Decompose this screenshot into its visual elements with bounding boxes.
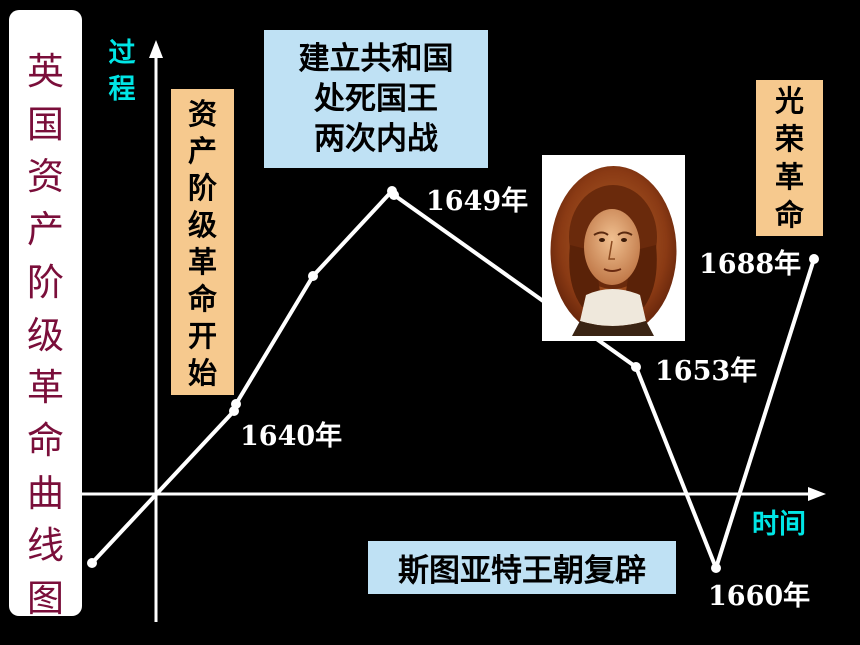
curve-point-1660 bbox=[711, 563, 721, 573]
label-char: 命 bbox=[774, 198, 804, 232]
y-axis-label-char: 程 bbox=[108, 74, 136, 105]
label-char: 资 bbox=[187, 97, 217, 131]
label-char: 级 bbox=[187, 208, 217, 242]
curve-point-1649-b bbox=[389, 190, 399, 200]
title-panel: 英 国 资 产 阶 级 革 命 曲 线 图 bbox=[9, 10, 82, 620]
label-line: 处死国王 bbox=[314, 81, 438, 117]
title-char: 曲 bbox=[27, 471, 64, 515]
label-1649-events: 建立共和国 处死国王 两次内战 bbox=[264, 30, 488, 168]
label-char: 荣 bbox=[774, 122, 804, 156]
label-char: 革 bbox=[774, 160, 804, 194]
label-char: 开 bbox=[187, 319, 217, 353]
title-char: 阶 bbox=[27, 260, 64, 304]
label-text: 斯图亚特王朝复辟 bbox=[398, 553, 646, 589]
y-axis-arrow bbox=[149, 40, 163, 58]
curve-point-1653 bbox=[631, 362, 641, 372]
y-axis-label-char: 过 bbox=[108, 38, 136, 69]
label-line: 两次内战 bbox=[314, 121, 438, 157]
label-char: 产 bbox=[187, 134, 217, 168]
curve-point-1688 bbox=[809, 254, 819, 264]
label-char: 阶 bbox=[187, 171, 217, 205]
year-label-1688: 1688年 bbox=[699, 249, 802, 280]
y-axis-label: 过 程 bbox=[104, 36, 140, 108]
title-char: 级 bbox=[27, 313, 64, 357]
title-char: 革 bbox=[27, 366, 64, 410]
title-text: 英 国 资 产 阶 级 革 命 曲 线 图 bbox=[9, 46, 82, 626]
year-label-1649: 1649年 bbox=[426, 186, 529, 217]
x-axis-label: 时间 bbox=[752, 509, 806, 540]
title-char: 命 bbox=[27, 418, 64, 462]
label-char: 命 bbox=[187, 282, 217, 316]
label-char: 革 bbox=[187, 245, 217, 279]
year-label-1660: 1660年 bbox=[708, 581, 811, 612]
label-glorious-revolution: 光 荣 革 命 bbox=[756, 80, 823, 236]
label-char: 光 bbox=[774, 84, 804, 118]
label-stuart-restoration: 斯图亚特王朝复辟 bbox=[368, 541, 676, 594]
label-char: 始 bbox=[187, 356, 217, 390]
label-revolution-start: 资 产 阶 级 革 命 开 始 bbox=[171, 89, 234, 395]
title-char: 图 bbox=[27, 577, 64, 621]
cromwell-portrait-icon bbox=[542, 155, 685, 341]
x-axis-arrow bbox=[808, 487, 826, 501]
label-line: 建立共和国 bbox=[298, 41, 454, 77]
curve-point-mid bbox=[308, 271, 318, 281]
year-label-1653: 1653年 bbox=[655, 356, 758, 387]
title-char: 国 bbox=[27, 102, 64, 146]
title-char: 英 bbox=[27, 50, 64, 93]
curve-point-1640-b bbox=[231, 399, 241, 409]
title-char: 线 bbox=[27, 524, 64, 568]
title-char: 资 bbox=[27, 155, 64, 199]
year-label-1640: 1640年 bbox=[240, 421, 343, 452]
curve-point-start bbox=[87, 558, 97, 568]
title-char: 产 bbox=[27, 208, 64, 252]
